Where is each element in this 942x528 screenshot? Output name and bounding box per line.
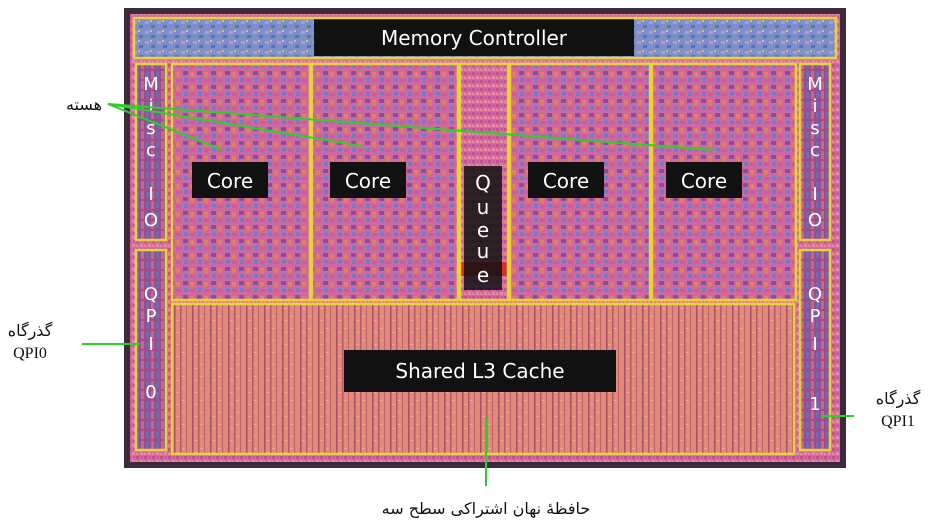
- l3-cache-label: Shared L3 Cache: [395, 359, 564, 383]
- queue-letter-2: u: [477, 195, 490, 219]
- die-photo: Memory Controller C: [124, 8, 846, 468]
- misc-io-left-region: [136, 64, 166, 240]
- misc-io-right-letter-2: i: [812, 96, 817, 117]
- annotation-qpi0-title: گذرگاه: [8, 321, 53, 341]
- misc-io-right-letter-1: M: [807, 74, 823, 95]
- l3-cache-label-box: [344, 350, 616, 392]
- queue-letter-3: e: [477, 218, 489, 242]
- misc-io-left-letter-4: c: [146, 140, 156, 161]
- memory-controller-label: Memory Controller: [381, 26, 568, 50]
- core-label-2: Core: [345, 169, 391, 193]
- core-label-box-1: [192, 162, 268, 198]
- leader-core-3: [107, 103, 715, 151]
- annotation-qpi0-code: QPI0: [13, 345, 47, 362]
- misc-io-left-letter-6: O: [144, 210, 158, 231]
- misc-io-right-letter-4: c: [810, 140, 820, 161]
- core-label-1: Core: [207, 169, 253, 193]
- qpi0-letter-1: Q: [144, 284, 158, 305]
- qpi0-letter-4: 0: [145, 382, 156, 403]
- qpi0-letter-3: I: [148, 334, 153, 355]
- leader-lines: [82, 103, 854, 486]
- misc-io-right-letter-5: I: [812, 184, 817, 205]
- qpi0-letter-2: P: [146, 306, 157, 327]
- misc-io-left-letter-5: I: [148, 184, 153, 205]
- core-label-box-3: [528, 162, 604, 198]
- queue-letter-1: Q: [475, 171, 491, 195]
- misc-io-left-letter-1: M: [143, 74, 159, 95]
- qpi1-letter-3: I: [812, 334, 817, 355]
- annotation-qpi1-code: QPI1: [881, 413, 915, 430]
- core-label-box-4: [666, 162, 742, 198]
- queue-label-box: [464, 166, 502, 290]
- misc-io-right-letter-3: s: [810, 118, 819, 139]
- memory-controller-label-box: [314, 18, 634, 56]
- annotation-l3-cache: حافظهٔ نهان اشتراکی سطح سه: [382, 499, 591, 519]
- qpi1-letter-1: Q: [808, 284, 822, 305]
- annotation-cores: هسته: [66, 95, 102, 114]
- annotation-qpi1-title: گذرگاه: [876, 389, 921, 409]
- qpi1-letter-4: 1: [809, 394, 820, 415]
- queue-letter-4: u: [477, 239, 490, 263]
- core-label-4: Core: [681, 169, 727, 193]
- qpi1-letter-2: P: [810, 306, 821, 327]
- misc-io-right-letter-6: O: [808, 210, 822, 231]
- core-label-box-2: [330, 162, 406, 198]
- queue-letter-5: e: [477, 263, 489, 287]
- qpi0-region: [136, 250, 166, 450]
- leader-core-2: [107, 103, 363, 147]
- leader-core-1: [107, 103, 223, 151]
- core-label-3: Core: [543, 169, 589, 193]
- misc-io-right-region: [800, 64, 830, 240]
- misc-io-left-letter-3: s: [146, 118, 155, 139]
- die-outlines: [132, 16, 838, 456]
